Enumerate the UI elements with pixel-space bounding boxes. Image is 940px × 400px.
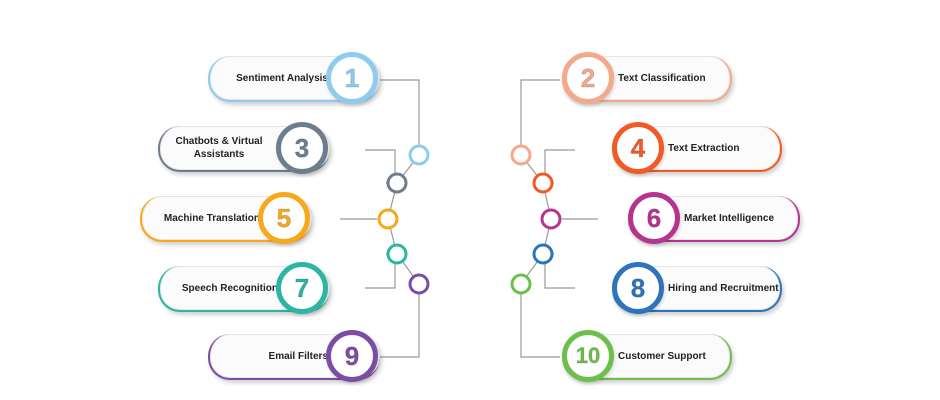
- item-label-4: Text Extraction: [668, 142, 740, 154]
- item-number-text-10: 10: [575, 343, 601, 369]
- item-label-10: Customer Support: [618, 350, 706, 362]
- item-label-7: Speech Recognition: [181, 282, 278, 294]
- connector-10: [520, 294, 560, 358]
- node-ring-8: [532, 243, 554, 265]
- item-number-text-8: 8: [630, 272, 646, 303]
- item-number-text-2: 2: [580, 62, 596, 93]
- item-number-text-5: 5: [276, 202, 292, 233]
- item-number-8: 8: [612, 262, 664, 314]
- node-ring-3: [386, 172, 408, 194]
- node-ring-10: [510, 273, 532, 295]
- item-number-2: 2: [562, 52, 614, 104]
- node-ring-4: [532, 172, 554, 194]
- item-number-3: 3: [276, 122, 328, 174]
- item-number-9: 9: [326, 330, 378, 382]
- item-label-9: Email Filters: [268, 350, 328, 362]
- item-label-8: Hiring and Recruitment: [668, 282, 779, 294]
- connector-9: [380, 294, 420, 358]
- item-label-3: Chatbots & Virtual Assistants: [175, 136, 263, 160]
- item-label-1: Sentiment Analysis: [236, 72, 328, 84]
- node-ring-6: [540, 208, 562, 230]
- node-ring-1: [408, 144, 430, 166]
- item-number-4: 4: [612, 122, 664, 174]
- item-number-text-7: 7: [294, 272, 310, 303]
- item-number-10: 10: [562, 330, 614, 382]
- node-ring-7: [386, 243, 408, 265]
- item-label-5: Machine Translation: [163, 212, 260, 224]
- item-number-text-3: 3: [294, 132, 310, 163]
- item-number-text-4: 4: [630, 132, 646, 163]
- item-label-6: Market Intelligence: [684, 212, 775, 224]
- item-label-2: Text Classification: [618, 72, 706, 84]
- item-number-6: 6: [628, 192, 680, 244]
- item-number-5: 5: [258, 192, 310, 244]
- node-ring-2: [510, 144, 532, 166]
- node-ring-5: [377, 208, 399, 230]
- item-number-1: 1: [326, 52, 378, 104]
- item-number-text-6: 6: [646, 202, 662, 233]
- connector-2: [520, 79, 560, 145]
- item-number-text-9: 9: [344, 340, 360, 371]
- item-number-7: 7: [276, 262, 328, 314]
- connector-1: [380, 79, 420, 145]
- item-number-text-1: 1: [344, 62, 360, 93]
- node-ring-9: [408, 273, 430, 295]
